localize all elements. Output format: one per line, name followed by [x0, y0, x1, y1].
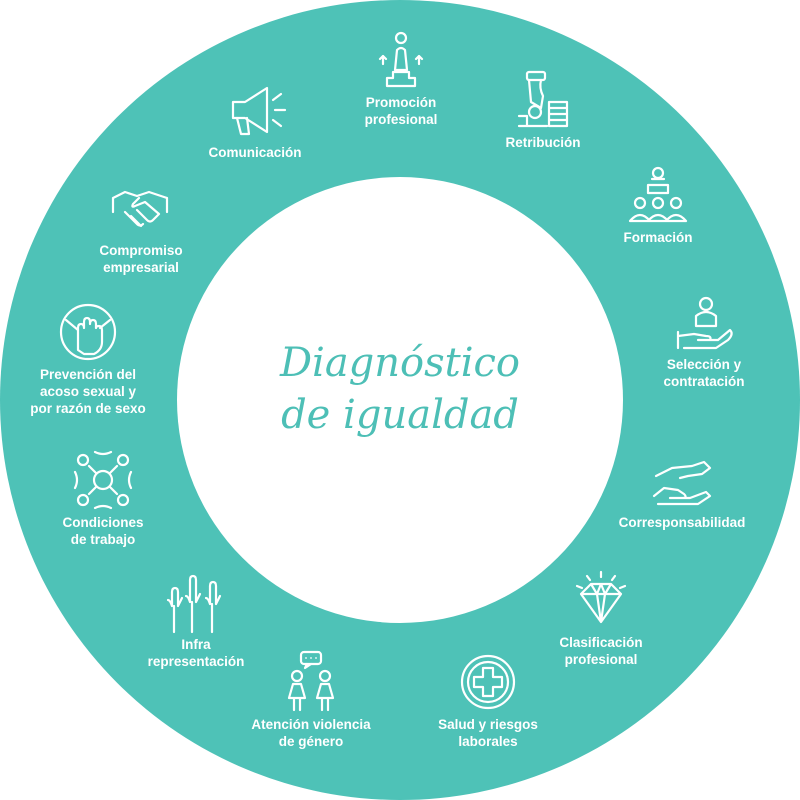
segment-comunicacion: Comunicación [160, 78, 350, 188]
segment-label-line: Promoción [365, 95, 437, 110]
segment-label: Condiciones de trabajo [8, 514, 198, 548]
segment-label: Atención violencia de género [216, 716, 406, 750]
megaphone-icon [223, 78, 287, 142]
center-title: Diagnóstico de igualdad [177, 337, 623, 441]
segment-label: Retribución [448, 134, 638, 151]
team-circle-icon [71, 448, 135, 512]
segment-infra: Infra representación [101, 570, 291, 680]
inner-circle [177, 177, 623, 623]
hand-person-icon [672, 290, 736, 354]
segment-label-line: Formación [623, 230, 693, 245]
segment-label-line: Salud y riesgos [438, 717, 538, 732]
segment-label: Prevención del acoso sexual y por razón de… [0, 366, 183, 417]
segment-violencia: Atención violencia de género [216, 650, 406, 760]
two-hands-icon [650, 448, 714, 512]
segment-label-line: Retribución [505, 135, 581, 150]
segment-label-line: profesional [364, 112, 438, 127]
segment-condiciones: Condiciones de trabajo [8, 448, 198, 558]
segment-label: Compromiso empresarial [46, 242, 236, 276]
handshake-icon [109, 176, 173, 240]
segment-clasificacion: Clasificación profesional [506, 568, 696, 678]
stop-hand-icon [56, 300, 120, 364]
center-title-line-1: Diagnóstico [279, 340, 521, 386]
training-audience-icon [626, 163, 690, 227]
segment-label-line: de género [278, 734, 344, 749]
raised-hands-icon [164, 570, 228, 634]
segment-prevencion: Prevención del acoso sexual y por razón de… [0, 300, 183, 416]
two-women-chat-icon [279, 650, 343, 714]
segment-label-line: de trabajo [70, 532, 136, 547]
diamond-icon [569, 568, 633, 632]
medical-cross-icon [456, 650, 520, 714]
segment-label: Infra representación [101, 636, 291, 670]
segment-label-line: Selección y [666, 357, 742, 372]
segment-promocion: Promoción profesional [306, 28, 496, 138]
podium-person-icon [369, 28, 433, 92]
segment-label: Clasificación profesional [506, 634, 696, 668]
segment-label-line: Clasificación [559, 635, 643, 650]
segment-label: Promoción profesional [306, 94, 496, 128]
segment-label-line: Prevención del [39, 367, 137, 382]
segment-label-line: Condiciones [62, 515, 144, 530]
segment-label-line: contratación [663, 374, 745, 389]
segment-label: Comunicación [160, 144, 350, 161]
segment-seleccion: Selección y contratación [609, 290, 799, 400]
segment-formacion: Formación [563, 163, 753, 273]
segment-salud: Salud y riesgos laborales [393, 650, 583, 760]
segment-retribucion: Retribución [448, 68, 638, 178]
segment-label: Formación [563, 229, 753, 246]
segment-label-line: laborales [458, 734, 518, 749]
segment-label-line: Atención violencia [251, 717, 371, 732]
segment-label-line: por razón de sexo [30, 401, 146, 416]
segment-label-line: acoso sexual y [39, 384, 137, 399]
segment-label-line: Corresponsabilidad [618, 515, 746, 530]
center-title-line-2: de igualdad [281, 392, 519, 438]
segment-label-line: Comunicación [208, 145, 302, 160]
segment-label-line: representación [147, 654, 245, 669]
segment-label-line: Infra [181, 637, 211, 652]
segment-corresponsabilidad: Corresponsabilidad [587, 448, 777, 558]
segment-label: Corresponsabilidad [587, 514, 777, 531]
segment-label-line: empresarial [103, 260, 179, 275]
segment-label: Salud y riesgos laborales [393, 716, 583, 750]
hand-coins-icon [511, 68, 575, 132]
segment-label: Selección y contratación [609, 356, 799, 390]
segment-compromiso: Compromiso empresarial [46, 176, 236, 286]
segment-label-line: profesional [564, 652, 638, 667]
segment-label-line: Compromiso [99, 243, 183, 258]
